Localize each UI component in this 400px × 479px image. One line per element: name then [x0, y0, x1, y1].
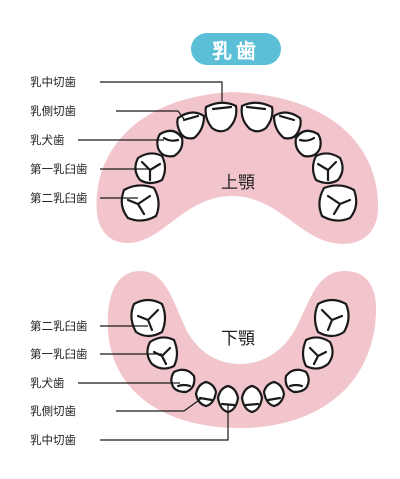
upper-molar-fissure [316, 160, 338, 182]
leader-line-upper-lateral [116, 110, 185, 120]
upper-canine-left [156, 129, 184, 158]
label-lower-lateral-incisor: 乳側切歯 [30, 404, 76, 418]
lower-molar-fissure [308, 346, 328, 366]
title: 乳歯 [212, 38, 260, 63]
lower-lateral-incisor-left [194, 380, 218, 408]
upper-first-molar-left [134, 152, 167, 185]
lower-second-molar-left [130, 298, 167, 338]
upper-incisor-edge [245, 105, 267, 111]
upper-molar-fissure [140, 160, 162, 182]
lower-second-molar-right [313, 298, 350, 338]
lower-lateral-incisor-right [262, 380, 286, 408]
lower-canine-right [284, 368, 310, 394]
lower-canine-mark [176, 383, 192, 388]
label-lower-canine: 乳犬歯 [30, 376, 65, 390]
lower-canine-mark [288, 383, 304, 388]
lower-incisor-edge [244, 402, 260, 407]
label-lower-second-molar: 第二乳臼歯 [30, 319, 88, 333]
upper-incisor-edge [278, 114, 296, 122]
lower-first-molar-right [301, 336, 334, 370]
label-upper-first-molar: 第一乳臼歯 [30, 162, 88, 176]
title-badge: 乳歯 [191, 33, 281, 65]
label-lower-first-molar: 第一乳臼歯 [30, 347, 88, 361]
upper-canine-mark [298, 136, 316, 142]
upper-canine-mark [162, 136, 180, 142]
lower-jaw-label: 下顎 [221, 329, 255, 349]
leader-line-lower-central [100, 404, 229, 441]
leader-line-lower-lateral [116, 397, 203, 412]
upper-incisor-edge [211, 105, 233, 111]
upper-incisor-edge [182, 114, 200, 122]
lower-canine-left [170, 368, 196, 394]
upper-first-molar-right [311, 152, 344, 185]
label-upper-canine: 乳犬歯 [30, 133, 65, 147]
upper-molar-fissure [126, 194, 152, 216]
label-upper-second-molar: 第二乳臼歯 [30, 191, 88, 205]
lower-molar-fissure [320, 308, 344, 332]
upper-jaw-label: 上顎 [221, 173, 255, 193]
lower-incisor-edge [266, 396, 282, 402]
upper-canine-right [294, 129, 322, 158]
leader-line-upper-central [100, 81, 223, 103]
lower-first-molar-left [146, 336, 179, 370]
lower-molar-fissure [152, 346, 172, 366]
label-upper-lateral-incisor: 乳側切歯 [30, 104, 76, 118]
label-upper-central-incisor: 乳中切歯 [30, 75, 76, 89]
upper-molar-fissure [326, 194, 352, 216]
label-lower-central-incisor: 乳中切歯 [30, 433, 76, 447]
lower-molar-fissure [136, 308, 160, 332]
lower-central-incisor-right [240, 384, 264, 414]
